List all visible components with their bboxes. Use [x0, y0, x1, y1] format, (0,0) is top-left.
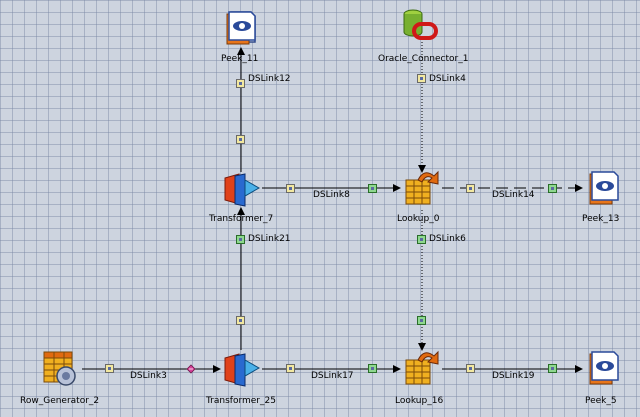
stage-label-peek-13: Peek_13 — [582, 214, 620, 224]
stage-transformer-25[interactable] — [221, 350, 261, 390]
stage-label-lookup-16: Lookup_16 — [395, 396, 444, 406]
link-label-dslink19: DSLink19 — [492, 371, 535, 381]
link-label-dslink14: DSLink14 — [492, 190, 535, 200]
partition-marker-icon — [186, 364, 196, 374]
row-generator-icon — [43, 351, 76, 386]
port-dslink17-in — [368, 364, 377, 373]
lookup-icon — [405, 350, 439, 385]
port-dslink19-in — [548, 364, 557, 373]
peek-icon — [589, 171, 619, 205]
link-label-dslink12: DSLink12 — [248, 74, 291, 84]
stage-lookup-0[interactable] — [402, 168, 442, 208]
port-dslink14-in — [548, 184, 557, 193]
port-dslink4-out — [417, 74, 426, 83]
link-label-dslink21: DSLink21 — [248, 234, 291, 244]
stage-label-oracle-connector-1: Oracle_Connector_1 — [378, 54, 469, 64]
port-dslink21-in — [236, 235, 245, 244]
port-dslink6-out — [417, 235, 426, 244]
stage-lookup-16[interactable] — [402, 348, 442, 388]
port-dslink6-in — [417, 316, 426, 325]
link-label-dslink3: DSLink3 — [130, 371, 167, 381]
port-dslink14-out — [466, 184, 475, 193]
link-label-dslink8: DSLink8 — [313, 190, 350, 200]
link-label-dslink6: DSLink6 — [429, 234, 466, 244]
stage-peek-5[interactable] — [584, 348, 624, 388]
link-label-dslink4: DSLink4 — [429, 74, 466, 84]
stage-peek-13[interactable] — [584, 168, 624, 208]
stage-label-transformer-25: Transformer_25 — [206, 396, 276, 406]
transformer-icon — [224, 173, 261, 207]
stage-label-row-generator-2: Row_Generator_2 — [20, 396, 100, 406]
peek-icon — [589, 351, 619, 385]
port-dslink12-in — [236, 79, 245, 88]
peek-icon — [226, 11, 256, 45]
stage-oracle-connector-1[interactable] — [400, 6, 440, 46]
port-dslink8-in — [368, 184, 377, 193]
stage-label-transformer-7: Transformer_7 — [209, 214, 274, 224]
database-connector-icon — [403, 9, 438, 40]
port-dslink19-out — [466, 364, 475, 373]
port-dslink8-out — [286, 184, 295, 193]
stage-label-peek-5: Peek_5 — [585, 396, 617, 406]
stage-transformer-7[interactable] — [221, 170, 261, 210]
transformer-icon — [224, 353, 261, 387]
port-dslink3-out — [105, 364, 114, 373]
port-dslink12-out — [236, 135, 245, 144]
port-dslink17-out — [286, 364, 295, 373]
link-label-dslink17: DSLink17 — [311, 371, 354, 381]
stage-peek-11[interactable] — [221, 8, 261, 48]
lookup-icon — [405, 170, 439, 205]
stage-label-peek-11: Peek_11 — [221, 54, 259, 64]
port-dslink21-out — [236, 316, 245, 325]
stage-label-lookup-0: Lookup_0 — [397, 214, 440, 224]
stage-row-generator-2[interactable] — [40, 348, 80, 388]
